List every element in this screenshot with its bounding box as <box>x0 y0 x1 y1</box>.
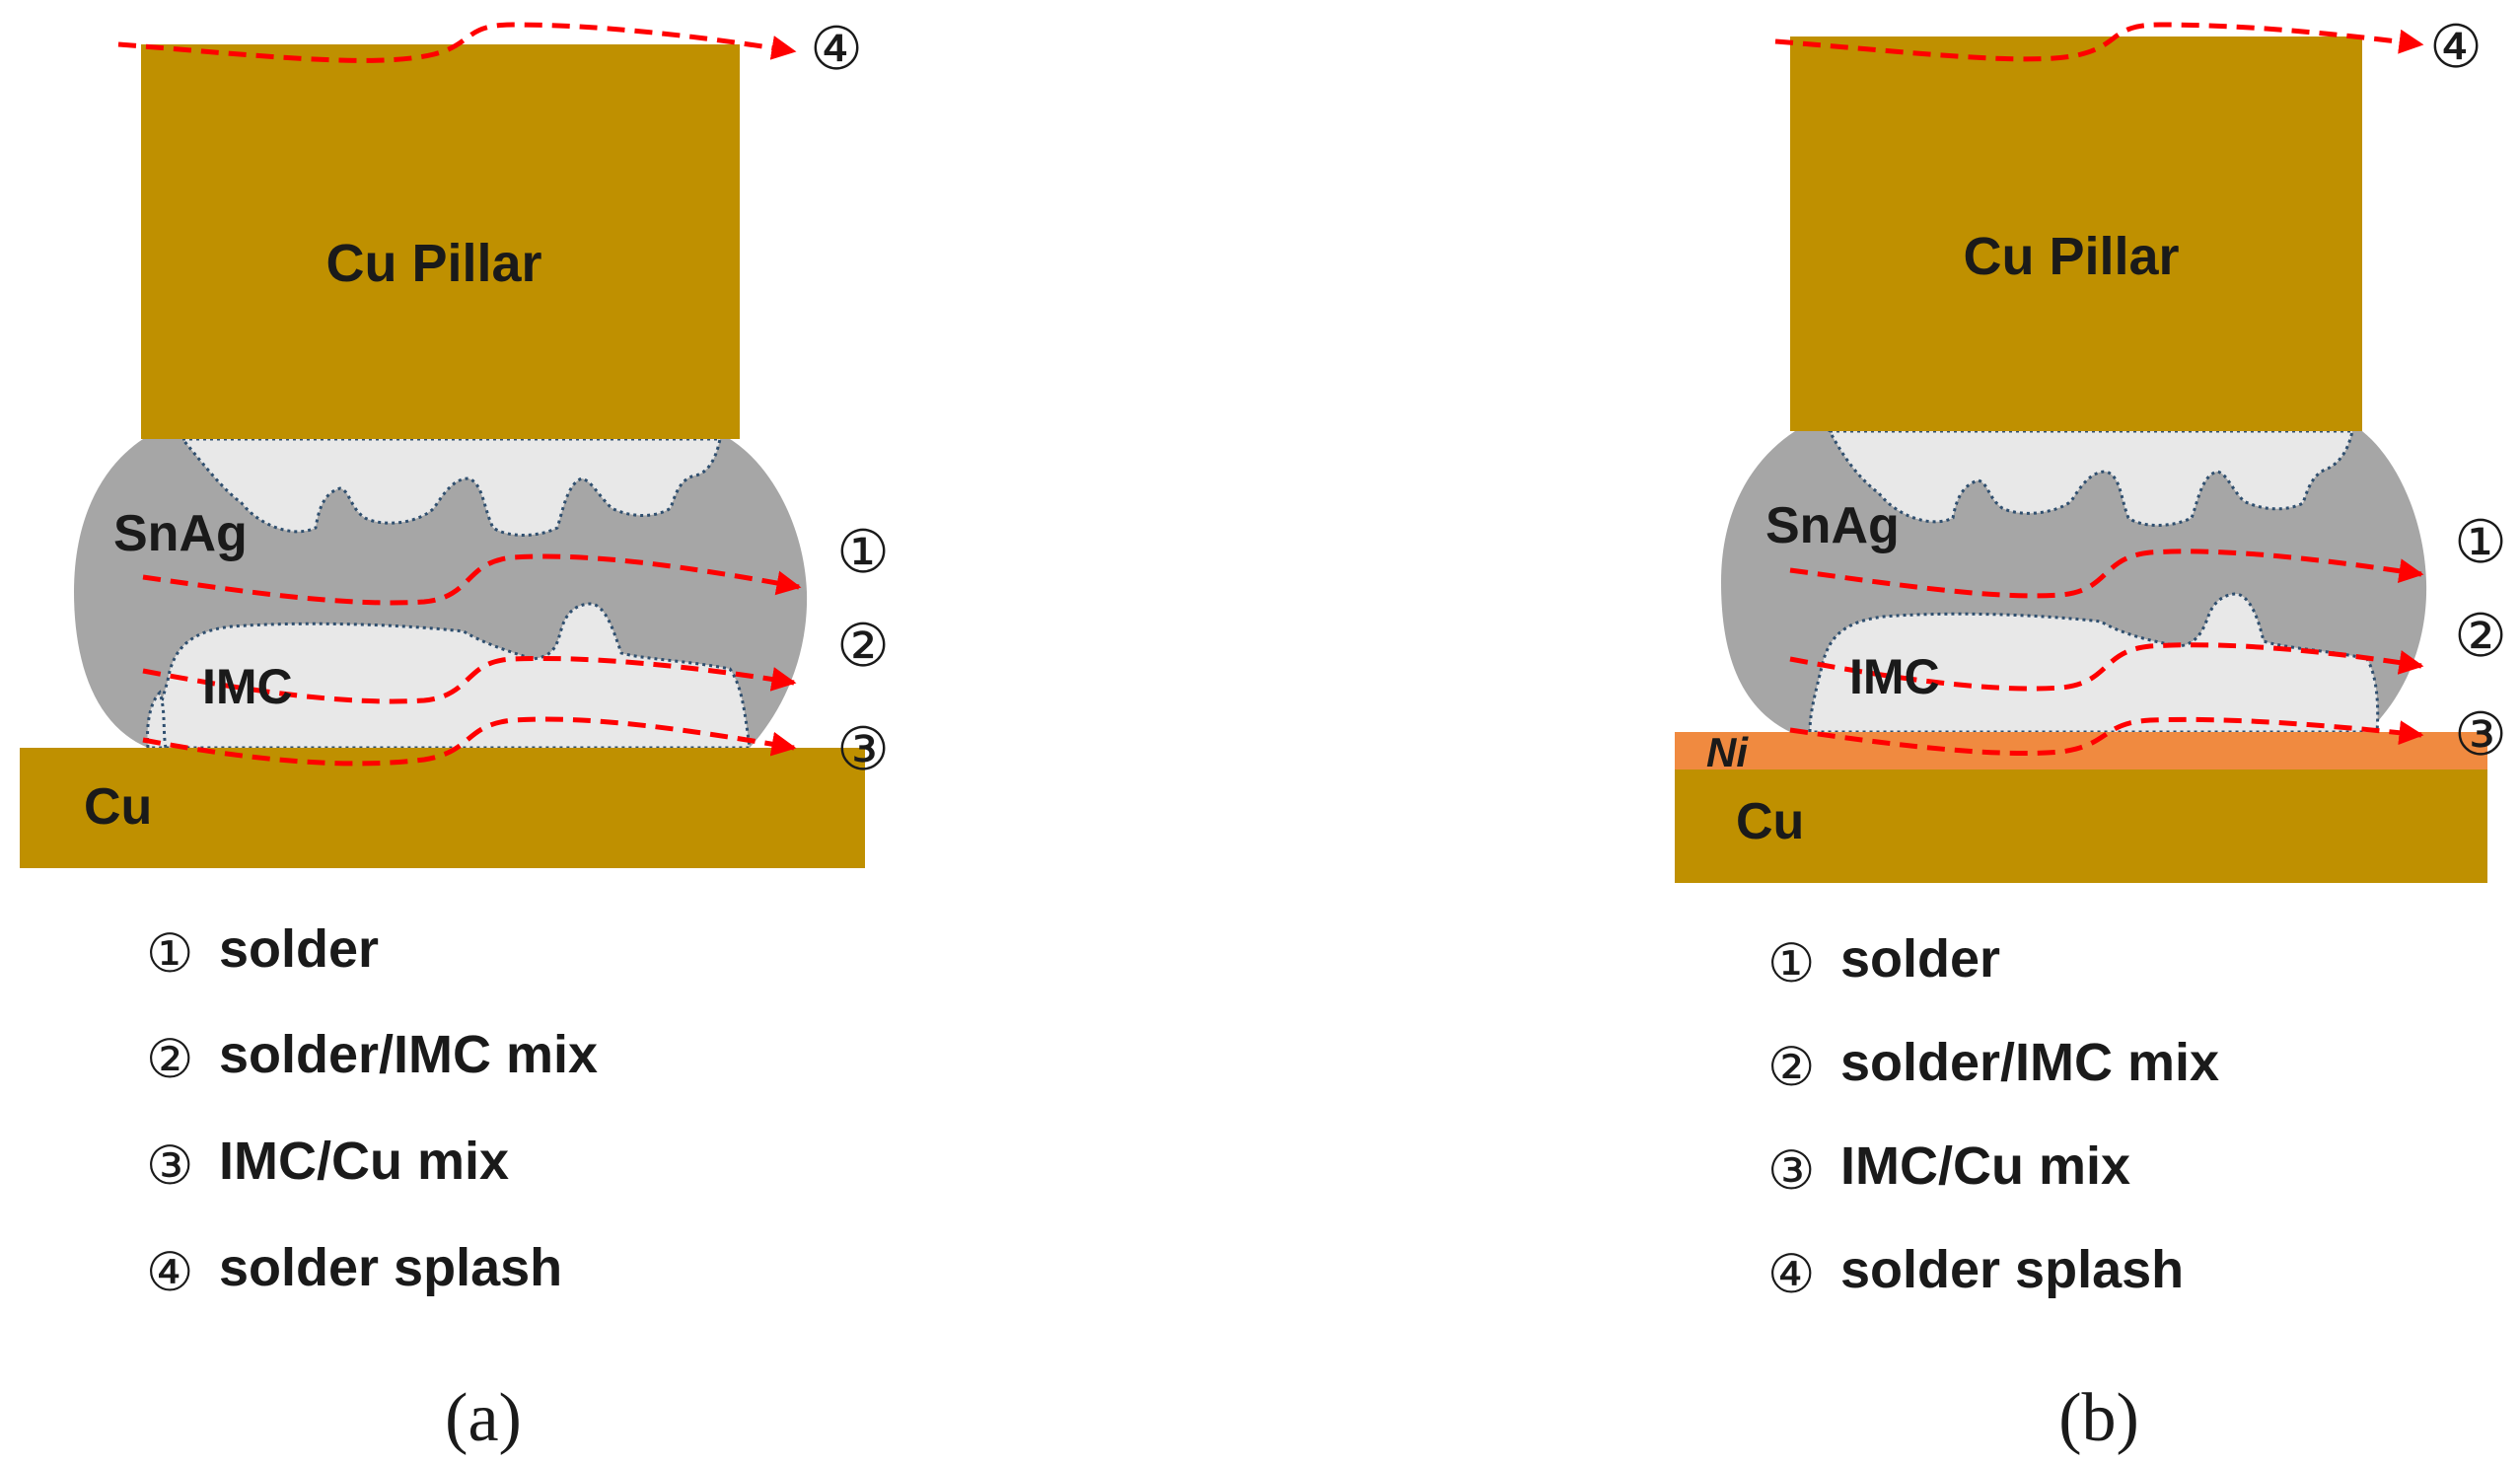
marker-ni: ③ <box>2454 700 2507 769</box>
marker-splash: ④ <box>810 15 863 84</box>
marker-solder-imc: ② <box>2454 602 2507 671</box>
legend-marker: ③ <box>1767 1139 1815 1202</box>
legend-text: solder/IMC mix <box>219 1025 598 1084</box>
snag-label: SnAg <box>1765 497 1900 554</box>
legend-marker: ① <box>1767 932 1815 994</box>
caption-a: (a) <box>445 1380 522 1456</box>
solder-path <box>142 553 802 606</box>
legend-marker: ④ <box>146 1241 193 1303</box>
imc-label: IMC <box>202 659 293 714</box>
caption-b: (b) <box>2058 1380 2139 1456</box>
legend-text: solder <box>219 919 379 979</box>
legend-text: solder splash <box>1840 1240 2184 1299</box>
ni-path <box>1789 716 2424 756</box>
cu-pillar <box>1790 37 2362 431</box>
cu-substrate-label: Cu <box>1736 793 1804 850</box>
cu-substrate <box>1675 769 2487 883</box>
marker-solder: ① <box>836 518 890 587</box>
marker-solder-imc: ② <box>836 612 890 681</box>
legend-marker: ③ <box>146 1135 193 1197</box>
legend-marker: ① <box>146 922 193 985</box>
legend-text: solder/IMC mix <box>1840 1033 2219 1092</box>
legend-marker: ④ <box>1767 1243 1815 1305</box>
legend-text: solder splash <box>219 1238 562 1297</box>
legend-text: IMC/Cu mix <box>1840 1136 2130 1196</box>
cu-substrate <box>20 748 865 868</box>
legend-marker: ② <box>146 1028 193 1090</box>
marker-solder: ① <box>2454 508 2507 577</box>
splash-path <box>1774 22 2424 62</box>
legend-b: ① solder ② solder/IMC mix ③ IMC/Cu mix ④… <box>1767 929 2219 1305</box>
upper-imc <box>1827 429 2354 527</box>
lower-imc <box>151 602 752 750</box>
cu-pillar-label: Cu Pillar <box>1963 227 2179 286</box>
panel-b: Cu Pillar SnAg IMC Ni Cu ④ ① ② ③ ① solde… <box>1675 13 2507 1456</box>
cu-pillar <box>141 44 740 439</box>
lower-imc <box>1808 592 2380 734</box>
cu-pillar-label: Cu Pillar <box>325 234 541 293</box>
snag-label: SnAg <box>113 505 248 562</box>
legend-a: ① solder ② solder/IMC mix ③ IMC/Cu mix ④… <box>146 919 598 1303</box>
legend-marker: ② <box>1767 1036 1815 1098</box>
ni-label: Ni <box>1706 729 1749 775</box>
legend-text: solder <box>1840 929 2000 989</box>
upper-imc <box>179 437 722 537</box>
legend-text: IMC/Cu mix <box>219 1132 509 1191</box>
ni-layer <box>1675 732 2487 769</box>
imc-sliver <box>146 690 168 750</box>
imc-label: IMC <box>1849 649 1940 704</box>
panel-a: Cu Pillar SnAg IMC Cu ④ ① ② ③ ① solder ②… <box>20 15 890 1456</box>
imc-cu-path <box>142 716 797 767</box>
solder-imc-path <box>142 655 797 704</box>
cu-substrate-label: Cu <box>84 778 152 836</box>
marker-splash: ④ <box>2429 13 2483 82</box>
marker-imc-cu: ③ <box>836 715 890 784</box>
